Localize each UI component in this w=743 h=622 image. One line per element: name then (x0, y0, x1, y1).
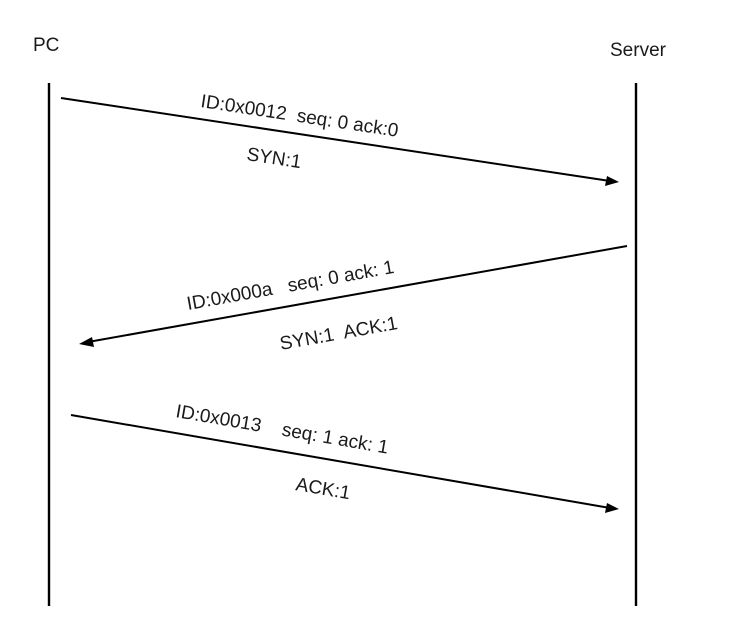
message-3-lower-label: ACK:1 (294, 474, 352, 504)
message-1: ID:0x0012 seq: 0 ack:0 SYN:1 (60, 91, 619, 186)
participant-label-pc: PC (33, 35, 59, 56)
message-2: ID:0x000a seq: 0 ack: 1 SYN:1 ACK:1 (79, 245, 628, 355)
participant-label-server: Server (610, 40, 667, 61)
message-3-upper-label: ID:0x0013 seq: 1 ack: 1 (174, 401, 390, 458)
message-2-arrowhead-icon (79, 337, 94, 347)
message-2-lower-label: SYN:1 ACK:1 (278, 313, 399, 355)
message-3: ID:0x0013 seq: 1 ack: 1 ACK:1 (70, 401, 619, 513)
message-1-arrowhead-icon (605, 176, 619, 186)
message-3-arrowhead-icon (605, 503, 619, 513)
message-3-line (70, 414, 611, 509)
message-2-line (87, 245, 628, 343)
message-1-line (60, 97, 611, 182)
message-1-lower-label: SYN:1 (245, 144, 302, 173)
